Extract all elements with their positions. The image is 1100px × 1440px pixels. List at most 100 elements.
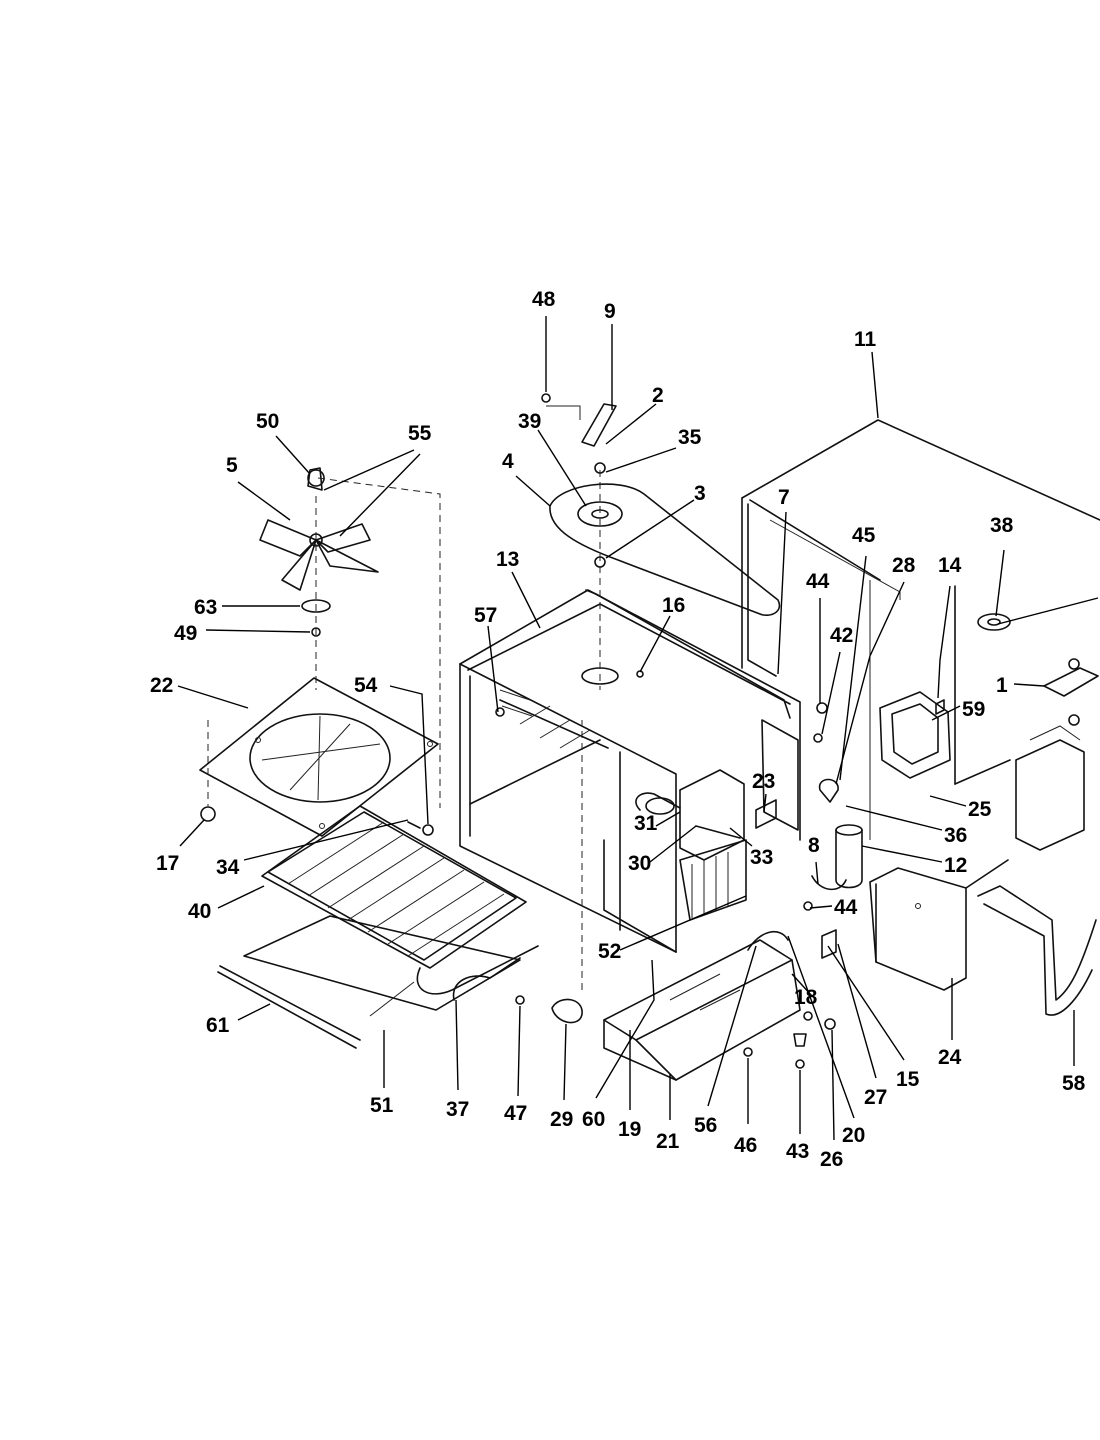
callout-9: 9 [604, 300, 616, 323]
callout-22: 22 [150, 674, 173, 697]
fan-assembly [259, 467, 441, 808]
leader-27 [837, 943, 877, 1079]
leader-37 [455, 999, 459, 1091]
callout-48: 48 [532, 288, 556, 311]
leader-18 [791, 973, 813, 997]
callout-54: 54 [354, 674, 378, 697]
callout-29: 29 [550, 1108, 573, 1131]
leader-38b [997, 597, 1099, 625]
control-housing [869, 859, 1009, 991]
leader-7 [777, 511, 787, 675]
callout-14: 14 [938, 554, 962, 577]
fan-shroud [199, 677, 439, 837]
leader-16 [639, 615, 671, 673]
leader-30 [649, 825, 697, 863]
callout-16: 16 [662, 594, 685, 617]
callout-60: 60 [582, 1108, 605, 1131]
leader-3 [605, 499, 695, 559]
leader-14 [937, 585, 951, 699]
callout-8: 8 [808, 834, 820, 857]
fasteners [495, 670, 945, 911]
leader-61 [237, 1003, 271, 1021]
callout-25: 25 [968, 798, 992, 821]
leader-42 [821, 651, 841, 735]
leader-57 [487, 625, 499, 713]
callout-18: 18 [794, 986, 818, 1009]
callout-12: 12 [944, 854, 967, 877]
leader-55a [323, 449, 415, 491]
bottom-pan [217, 915, 539, 1049]
leader-28 [835, 581, 905, 785]
callout-21: 21 [656, 1130, 680, 1153]
callout-27: 27 [864, 1086, 887, 1109]
callout-5: 5 [226, 454, 238, 477]
leader-1 [1013, 683, 1045, 687]
leader-49 [205, 629, 311, 633]
callout-1: 1 [996, 674, 1008, 697]
leader-44b [809, 905, 833, 909]
leader-35 [605, 447, 677, 473]
callout-39: 39 [518, 410, 541, 433]
leader-36 [845, 805, 943, 831]
callout-52: 52 [598, 940, 621, 963]
callout-28: 28 [892, 554, 916, 577]
control-tray [603, 930, 813, 1081]
leader-50 [275, 435, 311, 475]
callout-17: 17 [156, 852, 179, 875]
outer-cabinet [741, 419, 1100, 840]
callout-49: 49 [174, 622, 197, 645]
leader-8 [815, 861, 819, 885]
small-parts [515, 720, 863, 1069]
callout-40: 40 [188, 900, 211, 923]
callout-46: 46 [734, 1134, 757, 1157]
leader-23 [763, 793, 767, 813]
leader-13 [511, 571, 541, 629]
callout-33: 33 [750, 846, 773, 869]
callout-58: 58 [1062, 1072, 1086, 1095]
leader-20 [787, 935, 855, 1119]
gasket [879, 691, 1097, 1016]
oven-cavity [459, 589, 801, 953]
callout-43: 43 [786, 1140, 809, 1163]
leader-29 [563, 1023, 567, 1101]
leader-25 [929, 795, 967, 807]
callout-4: 4 [502, 450, 514, 473]
callout-2: 2 [652, 384, 664, 407]
callout-38: 38 [990, 514, 1014, 537]
callout-45: 45 [852, 524, 876, 547]
parts-drawing [199, 393, 1100, 1081]
leader-40 [217, 885, 265, 909]
callout-50: 50 [256, 410, 279, 433]
oven-rack [261, 805, 527, 969]
leader-38 [995, 549, 1005, 617]
leader-56 [707, 945, 757, 1107]
callout-35: 35 [678, 426, 702, 449]
motor-unit [977, 613, 1099, 851]
leader-4 [515, 475, 551, 507]
leader-31 [655, 811, 681, 827]
leader-12 [861, 845, 943, 863]
leader-33 [729, 827, 753, 847]
callouts: 1 2 3 4 5 7 8 9 11 12 13 14 15 16 17 18 … [150, 288, 1086, 1171]
callout-34: 34 [216, 856, 240, 879]
leader-59 [931, 705, 961, 721]
callout-15: 15 [896, 1068, 920, 1091]
leader-2 [605, 403, 657, 445]
leader-lines [177, 316, 1099, 1141]
leader-55b [339, 453, 421, 537]
callout-3: 3 [694, 482, 706, 505]
callout-36: 36 [944, 824, 967, 847]
callout-31: 31 [634, 812, 658, 835]
callout-13: 13 [496, 548, 519, 571]
callout-44b: 44 [834, 896, 858, 919]
leader-22 [177, 685, 249, 709]
belt-drive [541, 393, 781, 690]
callout-47: 47 [504, 1102, 527, 1125]
callout-24: 24 [938, 1046, 962, 1069]
leader-26 [831, 1029, 835, 1141]
callout-44a: 44 [806, 570, 830, 593]
callout-61: 61 [206, 1014, 230, 1037]
leader-15 [827, 945, 905, 1061]
callout-59: 59 [962, 698, 985, 721]
